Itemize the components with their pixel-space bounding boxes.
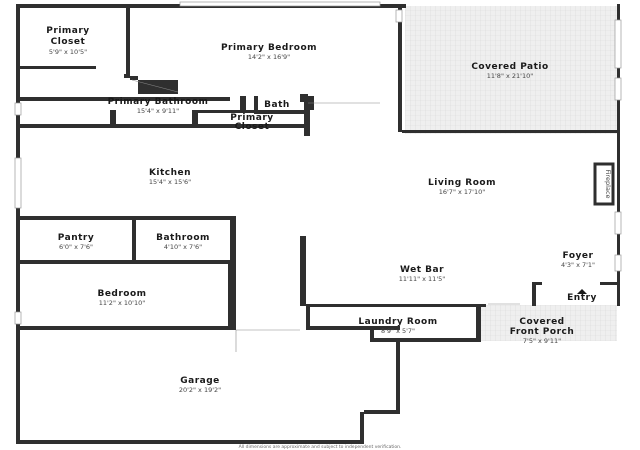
room-kitchen-name: Kitchen (149, 168, 191, 178)
room-garage-dim: 20'2" x 19'2" (179, 386, 221, 394)
room-kitchen-dim: 15'4" x 15'6" (149, 178, 191, 186)
covered-front-porch-floor (481, 305, 617, 341)
room-covered-patio-dim: 11'8" x 21'10" (487, 72, 533, 80)
footer-disclaimer: All dimensions are approximate and subje… (239, 444, 402, 450)
room-laundry-room-dim: 8'9" x 5'7" (381, 327, 415, 335)
room-primary-bathroom-name: Primary Bathroom (108, 97, 209, 107)
room-bath-name: Bath (264, 100, 290, 110)
room-primary-bedroom-name: Primary Bedroom (221, 43, 317, 53)
room-living-room-name: Living Room (428, 178, 496, 188)
room-wet-bar-name: Wet Bar (400, 265, 444, 275)
room-bedroom-dim: 11'2" x 10'10" (99, 299, 145, 307)
room-bathroom-dim: 4'10" x 7'6" (164, 243, 202, 251)
room-entry-name: Entry (567, 293, 597, 303)
room-primary-closet-top-dim: 5'9" x 10'5" (49, 48, 87, 56)
room-fireplace-name: Fireplace (604, 169, 612, 198)
room-living-room-dim: 16'7" x 17'10" (439, 188, 485, 196)
covered-patio-floor (405, 6, 617, 134)
room-primary-bathroom-dim: 15'4" x 9'11" (137, 107, 179, 115)
up-arrow-icon (577, 289, 587, 294)
room-foyer-dim: 4'3" x 7'1" (561, 261, 595, 269)
room-laundry-room-name: Laundry Room (358, 317, 437, 327)
windows (14, 1, 622, 325)
room-primary-bedroom-dim: 14'2" x 16'9" (248, 53, 290, 61)
room-bathroom-name: Bathroom (156, 233, 210, 243)
room-wet-bar-dim: 11'11" x 11'5" (399, 275, 445, 283)
room-covered-patio-name: Covered Patio (471, 62, 548, 72)
door-swings (131, 79, 520, 352)
room-pantry-dim: 6'0" x 7'6" (59, 243, 93, 251)
room-bedroom-name: Bedroom (97, 289, 146, 299)
room-garage-name: Garage (180, 376, 220, 386)
room-foyer-name: Foyer (563, 251, 594, 261)
room-pantry-name: Pantry (58, 233, 94, 243)
room-covered-front-porch-dim: 7'5" x 9'11" (523, 337, 561, 345)
